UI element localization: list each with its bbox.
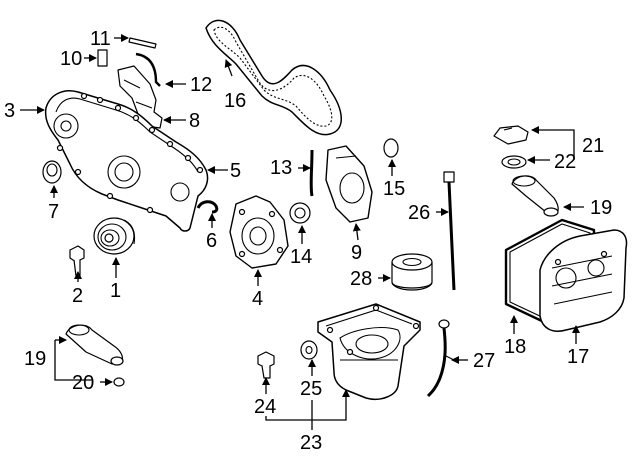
cam-cover-part xyxy=(325,145,373,223)
dipstick-tube-part xyxy=(443,171,456,291)
callout-1: 1 xyxy=(110,280,121,302)
cover-plate-part xyxy=(229,195,289,269)
callout-22: 22 xyxy=(554,151,576,173)
callout-6: 6 xyxy=(206,230,217,252)
valve-cover-part xyxy=(539,229,628,332)
callout-14: 14 xyxy=(290,246,312,268)
callout-13: 13 xyxy=(270,157,292,179)
callout-27: 27 xyxy=(473,350,495,372)
callout-16: 16 xyxy=(224,90,246,112)
callout-15: 15 xyxy=(383,178,405,200)
leader-lines xyxy=(20,34,584,430)
pipe-part-11 xyxy=(128,37,157,49)
filter-part xyxy=(391,253,433,291)
callout-4: 4 xyxy=(252,288,263,310)
callout-labels: 11 10 12 8 3 16 5 7 6 13 15 26 9 14 28 4… xyxy=(4,28,612,454)
callout-26: 26 xyxy=(408,202,430,224)
callout-19-lower: 19 xyxy=(24,348,46,370)
dipstick-part xyxy=(426,319,459,398)
bracket-part-8 xyxy=(117,65,163,129)
cap-seal-part xyxy=(501,155,527,169)
callout-12: 12 xyxy=(190,74,212,96)
callout-25: 25 xyxy=(300,378,322,400)
callout-19-upper: 19 xyxy=(590,197,612,219)
callout-9: 9 xyxy=(351,242,362,264)
washer-part xyxy=(300,340,318,360)
oil-pan-part xyxy=(317,303,421,400)
cable-part-12 xyxy=(135,52,161,87)
drain-bolt-part xyxy=(257,351,275,379)
callout-28: 28 xyxy=(350,268,372,290)
timing-belt-part xyxy=(205,19,342,136)
oil-cap-part xyxy=(493,125,529,145)
bolt-part-2 xyxy=(69,245,85,277)
callout-20: 20 xyxy=(72,372,94,394)
timing-cover-part xyxy=(44,90,209,232)
callout-24: 24 xyxy=(254,396,276,418)
callout-10: 10 xyxy=(60,48,82,70)
filler-neck-part xyxy=(511,175,559,217)
crank-pulley-part xyxy=(93,217,136,255)
oring-part-20 xyxy=(113,377,125,387)
filler-pipe-part xyxy=(65,324,124,366)
callout-3: 3 xyxy=(4,100,15,122)
callout-21: 21 xyxy=(582,135,604,157)
callout-23: 23 xyxy=(300,432,322,454)
oring-part-15 xyxy=(383,138,399,158)
callout-18: 18 xyxy=(504,336,526,358)
rod-part-13 xyxy=(309,149,314,197)
pin-part-10 xyxy=(97,49,108,67)
callout-2: 2 xyxy=(72,285,83,307)
callout-5: 5 xyxy=(230,160,241,182)
seal-part-14 xyxy=(289,202,311,224)
callout-7: 7 xyxy=(48,201,59,223)
callout-8: 8 xyxy=(189,110,200,132)
tube-part-6 xyxy=(196,200,219,214)
callout-11: 11 xyxy=(90,28,111,50)
callout-17: 17 xyxy=(567,346,589,368)
